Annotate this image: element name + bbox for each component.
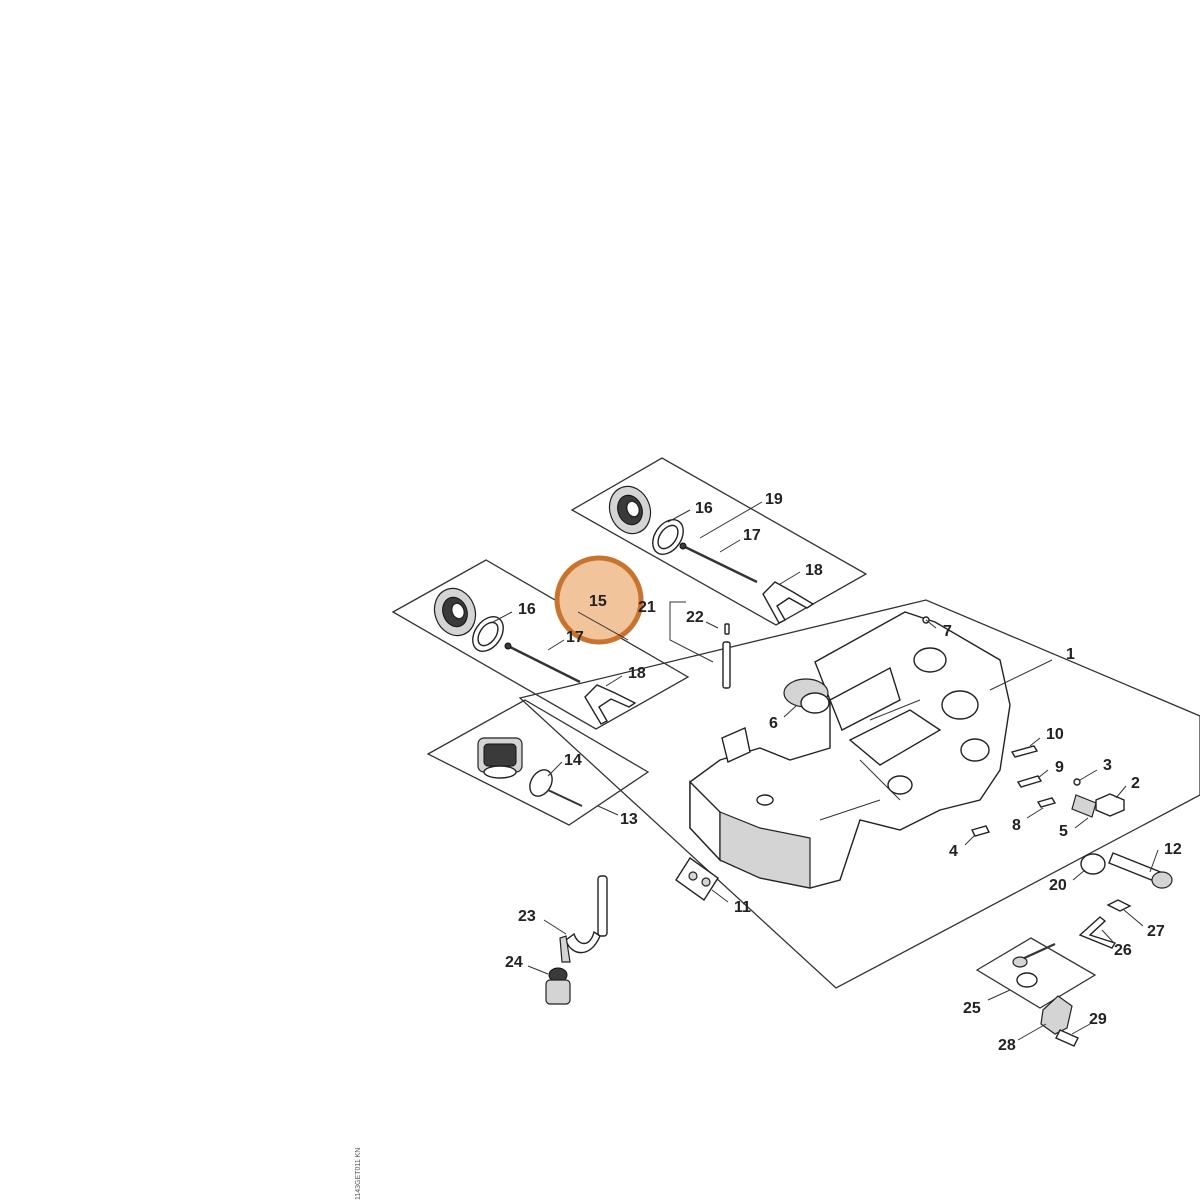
callout-25[interactable]: 25 (963, 1000, 981, 1017)
callout-4[interactable]: 4 (949, 843, 958, 860)
nut-3 (1073, 778, 1081, 786)
leader-lines (492, 501, 1159, 1041)
ring-16-upper (652, 519, 684, 555)
callout-22[interactable]: 22 (686, 609, 704, 626)
callout-28[interactable]: 28 (998, 1037, 1016, 1054)
callout-24[interactable]: 24 (505, 954, 523, 971)
cap-20 (1080, 853, 1106, 875)
seal-14 (529, 769, 553, 797)
callout-18-lower[interactable]: 18 (628, 665, 646, 682)
callout-16-lower[interactable]: 16 (518, 601, 536, 618)
callout-11[interactable]: 11 (734, 899, 751, 916)
lever-18-lower (584, 684, 637, 725)
sprocket-15 (433, 587, 477, 637)
callout-27[interactable]: 27 (1147, 923, 1165, 940)
pump-shaft (547, 789, 583, 807)
frame-assembly-25 (975, 937, 1097, 1009)
callout-19[interactable]: 19 (765, 491, 783, 508)
callout-1[interactable]: 1 (1066, 646, 1075, 663)
clip-27 (1106, 899, 1132, 912)
callout-7[interactable]: 7 (943, 623, 952, 640)
highlight-circle-15[interactable] (554, 555, 644, 645)
callout-14[interactable]: 14 (564, 752, 582, 769)
callout-9[interactable]: 9 (1055, 759, 1064, 776)
drawing-reference: 1143GET011 KN (355, 1148, 362, 1200)
screw-25 (1012, 942, 1056, 968)
callout-21[interactable]: 21 (638, 599, 656, 616)
screw-4 (970, 825, 991, 837)
callout-20[interactable]: 20 (1049, 877, 1067, 894)
callout-8[interactable]: 8 (1012, 817, 1021, 834)
stud-8 (1036, 797, 1057, 808)
stud-9 (1016, 775, 1043, 788)
screw-29 (1055, 1029, 1079, 1047)
callout-5[interactable]: 5 (1059, 823, 1068, 840)
oil-pump-13 (477, 737, 523, 779)
callout-23[interactable]: 23 (518, 908, 536, 925)
stud-5 (1071, 794, 1097, 818)
callout-15[interactable]: 15 (589, 593, 607, 610)
sleeve-6 (783, 678, 830, 714)
tensioner-28 (1040, 995, 1073, 1035)
label-11 (675, 857, 719, 901)
callout-3[interactable]: 3 (1103, 757, 1112, 774)
callout-29[interactable]: 29 (1089, 1011, 1107, 1028)
pin-22 (724, 623, 730, 635)
frame-assembly-13 (426, 699, 650, 826)
stud-10 (1010, 745, 1039, 758)
callout-6[interactable]: 6 (769, 715, 778, 732)
strainer-24 (545, 967, 571, 1005)
crankcase-1 (689, 611, 1011, 889)
nut-2 (1095, 793, 1125, 817)
callout-17-lower[interactable]: 17 (566, 629, 584, 646)
callouts: 19 16 17 18 15 16 17 18 21 22 1 7 6 10 9… (505, 491, 1182, 1054)
frame-assembly-15 (391, 559, 690, 730)
oil-hose-23 (559, 875, 608, 963)
callout-16-upper[interactable]: 16 (695, 500, 713, 517)
leader-15-over-highlight (577, 611, 629, 641)
cable-17-lower (504, 642, 581, 684)
cable-17-upper (679, 542, 758, 584)
stud-12 (1108, 852, 1173, 889)
washer-25 (1016, 972, 1038, 988)
bracket-26 (1078, 916, 1117, 949)
callout-2[interactable]: 2 (1131, 775, 1140, 792)
lever-18-upper (762, 581, 815, 624)
callout-18-upper[interactable]: 18 (805, 562, 823, 579)
frame-main-housing (518, 599, 1200, 989)
callout-17-upper[interactable]: 17 (743, 527, 761, 544)
callout-12[interactable]: 12 (1164, 841, 1182, 858)
callout-10[interactable]: 10 (1046, 726, 1064, 743)
callout-26[interactable]: 26 (1114, 942, 1132, 959)
callout-13[interactable]: 13 (620, 811, 638, 828)
rod-21 (722, 641, 731, 689)
sprocket-19 (608, 485, 652, 535)
frame-assembly-19 (570, 457, 868, 626)
